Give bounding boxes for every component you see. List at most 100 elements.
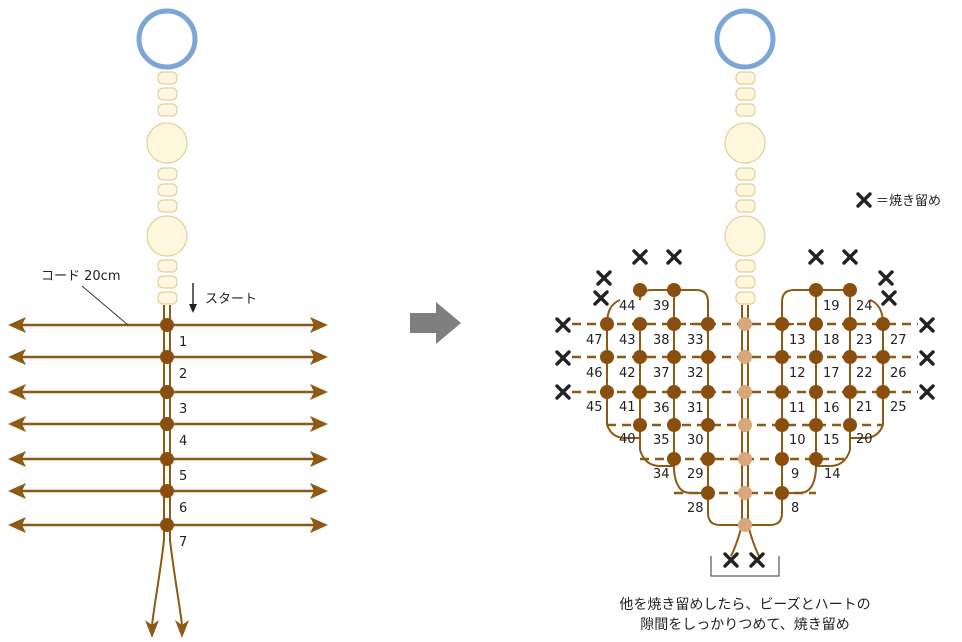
right-panel: 8910111213141516171819202122232425262728… bbox=[555, 8, 941, 633]
node-number: 34 bbox=[653, 467, 670, 482]
cross-icon bbox=[842, 249, 858, 265]
arrow-right-icon bbox=[310, 349, 328, 365]
node-number: 26 bbox=[890, 366, 907, 381]
horizontal-cords bbox=[8, 317, 328, 533]
cross-icon bbox=[596, 270, 612, 286]
caption-line-2: 隙間をしっかりつめて、焼き留め bbox=[640, 617, 849, 633]
arrow-left-icon bbox=[8, 451, 26, 467]
cross-icon bbox=[555, 317, 571, 333]
center-knot-node bbox=[738, 418, 752, 432]
knot-node bbox=[843, 418, 857, 432]
node-number: 43 bbox=[619, 333, 636, 348]
node-number: 17 bbox=[823, 366, 840, 381]
node-number: 15 bbox=[823, 433, 840, 448]
knot-node bbox=[775, 452, 789, 466]
cross-icon bbox=[749, 552, 765, 568]
arrow-left-icon bbox=[8, 416, 26, 432]
caption-bracket bbox=[710, 556, 780, 577]
node-number: 21 bbox=[856, 400, 873, 415]
transition-arrow-icon bbox=[410, 302, 461, 344]
knot-node bbox=[633, 385, 647, 399]
knot-node bbox=[667, 385, 681, 399]
knot-node bbox=[809, 317, 823, 331]
node-number: 33 bbox=[687, 333, 704, 348]
row-number: 5 bbox=[179, 469, 187, 484]
node-number: 23 bbox=[856, 333, 873, 348]
knot-node bbox=[775, 385, 789, 399]
knot-node bbox=[843, 317, 857, 331]
node-number: 25 bbox=[890, 400, 907, 415]
ring-icon bbox=[714, 8, 776, 70]
row-number: 7 bbox=[179, 535, 187, 550]
node-number: 46 bbox=[586, 366, 603, 381]
row-number: 3 bbox=[179, 402, 187, 417]
knot-node bbox=[701, 452, 715, 466]
node-number: 32 bbox=[687, 366, 704, 381]
knot-node bbox=[775, 317, 789, 331]
arrow-left-icon bbox=[8, 317, 26, 333]
knot-node bbox=[876, 385, 890, 399]
center-knot-node bbox=[738, 486, 752, 500]
caption-line-1: 他を焼き留めしたら、ビーズとハートの bbox=[619, 597, 870, 613]
node-numbers: 8910111213141516171819202122232425262728… bbox=[586, 299, 907, 516]
knot-node bbox=[667, 283, 681, 297]
horizontal-cord-row bbox=[8, 384, 328, 400]
knot-node bbox=[160, 385, 174, 399]
horizontal-cord-row bbox=[8, 317, 328, 333]
knot-node bbox=[633, 418, 647, 432]
knot-node bbox=[160, 484, 174, 498]
cross-icon bbox=[856, 192, 872, 208]
knot-node bbox=[843, 385, 857, 399]
center-knot-node bbox=[738, 518, 752, 532]
knot-node bbox=[809, 283, 823, 297]
cross-icon bbox=[919, 317, 935, 333]
node-number: 28 bbox=[687, 501, 704, 516]
knot-node bbox=[775, 350, 789, 364]
cross-icon bbox=[555, 384, 571, 400]
cross-icon bbox=[881, 290, 897, 306]
horizontal-cord-row bbox=[8, 349, 328, 365]
node-number: 11 bbox=[789, 401, 806, 416]
cross-icon bbox=[632, 249, 648, 265]
cord-leader-line bbox=[81, 285, 129, 326]
node-number: 35 bbox=[653, 433, 670, 448]
center-knot-node bbox=[738, 317, 752, 331]
knot-node bbox=[600, 350, 614, 364]
arrow-left-icon bbox=[8, 517, 26, 533]
knot-node bbox=[160, 417, 174, 431]
bead-strand bbox=[146, 71, 188, 305]
knot-node bbox=[160, 452, 174, 466]
node-number: 10 bbox=[789, 433, 806, 448]
node-number: 20 bbox=[856, 432, 873, 447]
cross-icon bbox=[555, 350, 571, 366]
node-number: 29 bbox=[687, 467, 704, 482]
node-number: 37 bbox=[653, 366, 670, 381]
knot-node bbox=[775, 486, 789, 500]
arrow-right-icon bbox=[310, 517, 328, 533]
node-number: 12 bbox=[789, 366, 806, 381]
horizontal-cord-row bbox=[8, 416, 328, 432]
node-number: 45 bbox=[586, 400, 603, 415]
knot-node bbox=[600, 385, 614, 399]
start-label: スタート bbox=[205, 292, 257, 307]
arrow-right-icon bbox=[310, 483, 328, 499]
knot-node bbox=[160, 518, 174, 532]
arrow-right-icon bbox=[310, 416, 328, 432]
node-number: 13 bbox=[789, 333, 806, 348]
arrow-left-icon bbox=[8, 384, 26, 400]
knot-node bbox=[701, 317, 715, 331]
center-knot-node bbox=[738, 350, 752, 364]
row-number: 6 bbox=[179, 501, 187, 516]
node-number: 24 bbox=[856, 299, 873, 314]
node-number: 14 bbox=[824, 467, 841, 482]
center-knot-node bbox=[738, 452, 752, 466]
horizontal-cord-row bbox=[8, 451, 328, 467]
knot-node bbox=[843, 350, 857, 364]
arrow-left-icon bbox=[8, 483, 26, 499]
knot-node bbox=[843, 283, 857, 297]
cross-icon bbox=[666, 249, 682, 265]
cross-icon bbox=[919, 350, 935, 366]
